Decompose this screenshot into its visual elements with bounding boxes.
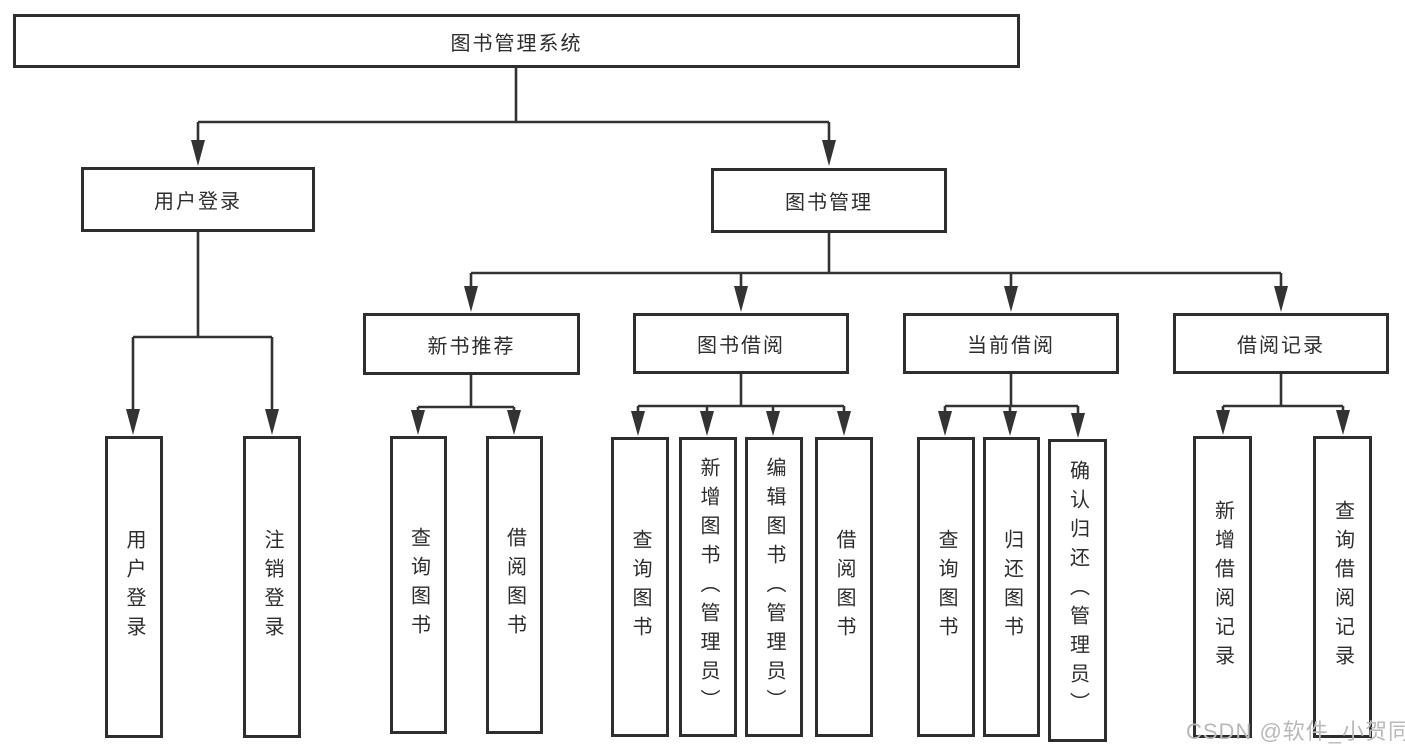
node-book-management: 图书管理	[711, 168, 947, 233]
arrowheads	[126, 140, 1350, 438]
csdn-watermark: CSDN @软件_小贺同学	[1186, 719, 1405, 744]
node-borrowing-records: 借阅记录	[1173, 313, 1389, 374]
leaf-return-books: 归还图书	[983, 437, 1040, 737]
leaf-user-login: 用户登录	[105, 436, 163, 738]
leaf-query-borrow-record: 查询借阅记录	[1313, 436, 1372, 738]
node-current-borrowing: 当前借阅	[903, 313, 1119, 374]
leaf-edit-books-admin: 编辑图书（管理员）	[745, 437, 803, 737]
leaf-borrow-books-recommend: 借阅图书	[486, 436, 543, 734]
node-book-borrowing: 图书借阅	[633, 313, 849, 374]
leaf-borrow-books: 借阅图书	[815, 437, 873, 737]
leaf-query-books-borrow: 查询图书	[611, 437, 669, 737]
leaf-query-books-current: 查询图书	[917, 437, 975, 737]
node-new-book-recommendation: 新书推荐	[363, 313, 580, 375]
leaf-add-borrow-record: 新增借阅记录	[1193, 436, 1252, 738]
node-library-system: 图书管理系统	[13, 14, 1020, 68]
node-user-login: 用户登录	[81, 167, 315, 232]
leaf-confirm-return-admin: 确认归还（管理员）	[1048, 439, 1107, 742]
leaf-query-books-recommend: 查询图书	[390, 436, 447, 734]
leaf-add-books-admin: 新增图书（管理员）	[679, 437, 737, 737]
leaf-logout: 注销登录	[243, 436, 301, 738]
